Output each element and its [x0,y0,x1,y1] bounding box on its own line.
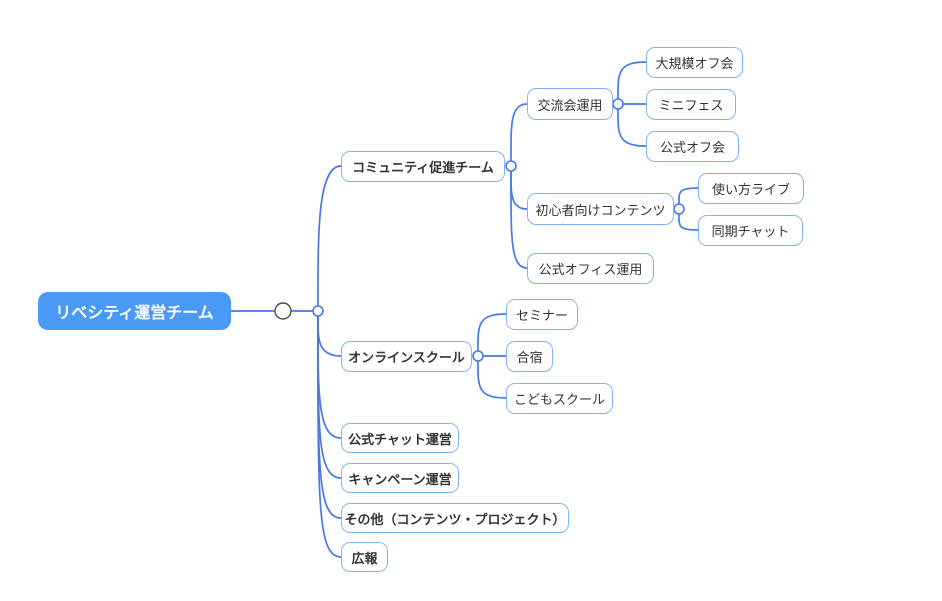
node-seminar[interactable]: セミナー [506,299,578,330]
connector-to-official-chat [317,315,342,439]
connector-to-office [510,170,528,269]
node-online-school[interactable]: オンラインスクール [341,341,472,372]
node-sync-chat[interactable]: 同期チャット [698,215,803,246]
detached-circle-handle[interactable] [274,302,292,320]
connector-to-seminar [477,313,507,352]
node-beginner-content[interactable]: 初心者向けコンテンツ [527,193,674,225]
connector-to-pr [317,315,342,558]
connector-to-exchange [510,103,528,162]
collapse-handle-exchange[interactable] [612,98,624,110]
collapse-handle-root[interactable] [312,305,324,317]
node-official-chat-ops[interactable]: 公式チャット運営 [341,423,459,453]
connector-to-online-school [317,315,342,357]
node-mini-fes[interactable]: ミニフェス [646,89,736,120]
connector-to-kids-school [477,360,507,399]
node-campaign-ops[interactable]: キャンペーン運営 [341,463,459,493]
node-root[interactable]: リベシティ運営チーム [38,292,231,330]
connector-to-large-meetup [617,61,647,100]
node-large-offline-meetup[interactable]: 大規模オフ会 [646,47,743,78]
connector-to-campaign [317,315,342,479]
node-exchange-meetup-ops[interactable]: 交流会運用 [527,88,613,120]
node-official-offline-meetup[interactable]: 公式オフ会 [646,131,739,162]
connector-to-official-meetup [617,108,647,147]
collapse-handle-beginner[interactable] [673,203,685,215]
connector-to-beginner [510,170,528,210]
connector-to-community [317,165,342,307]
node-community-promotion-team[interactable]: コミュニティ促進チーム [341,151,505,182]
node-pr[interactable]: 広報 [341,542,388,572]
node-training-camp[interactable]: 合宿 [506,341,553,372]
node-other-projects[interactable]: その他（コンテンツ・プロジェクト） [341,503,569,533]
node-howto-live[interactable]: 使い方ライブ [698,173,804,204]
collapse-handle-community[interactable] [505,160,517,172]
connector-to-sync-chat [678,213,699,231]
collapse-handle-online[interactable] [472,350,484,362]
node-kids-school[interactable]: こどもスクール [506,383,613,414]
node-official-office-ops[interactable]: 公式オフィス運用 [527,253,654,284]
connector-to-howto-live [678,187,699,205]
